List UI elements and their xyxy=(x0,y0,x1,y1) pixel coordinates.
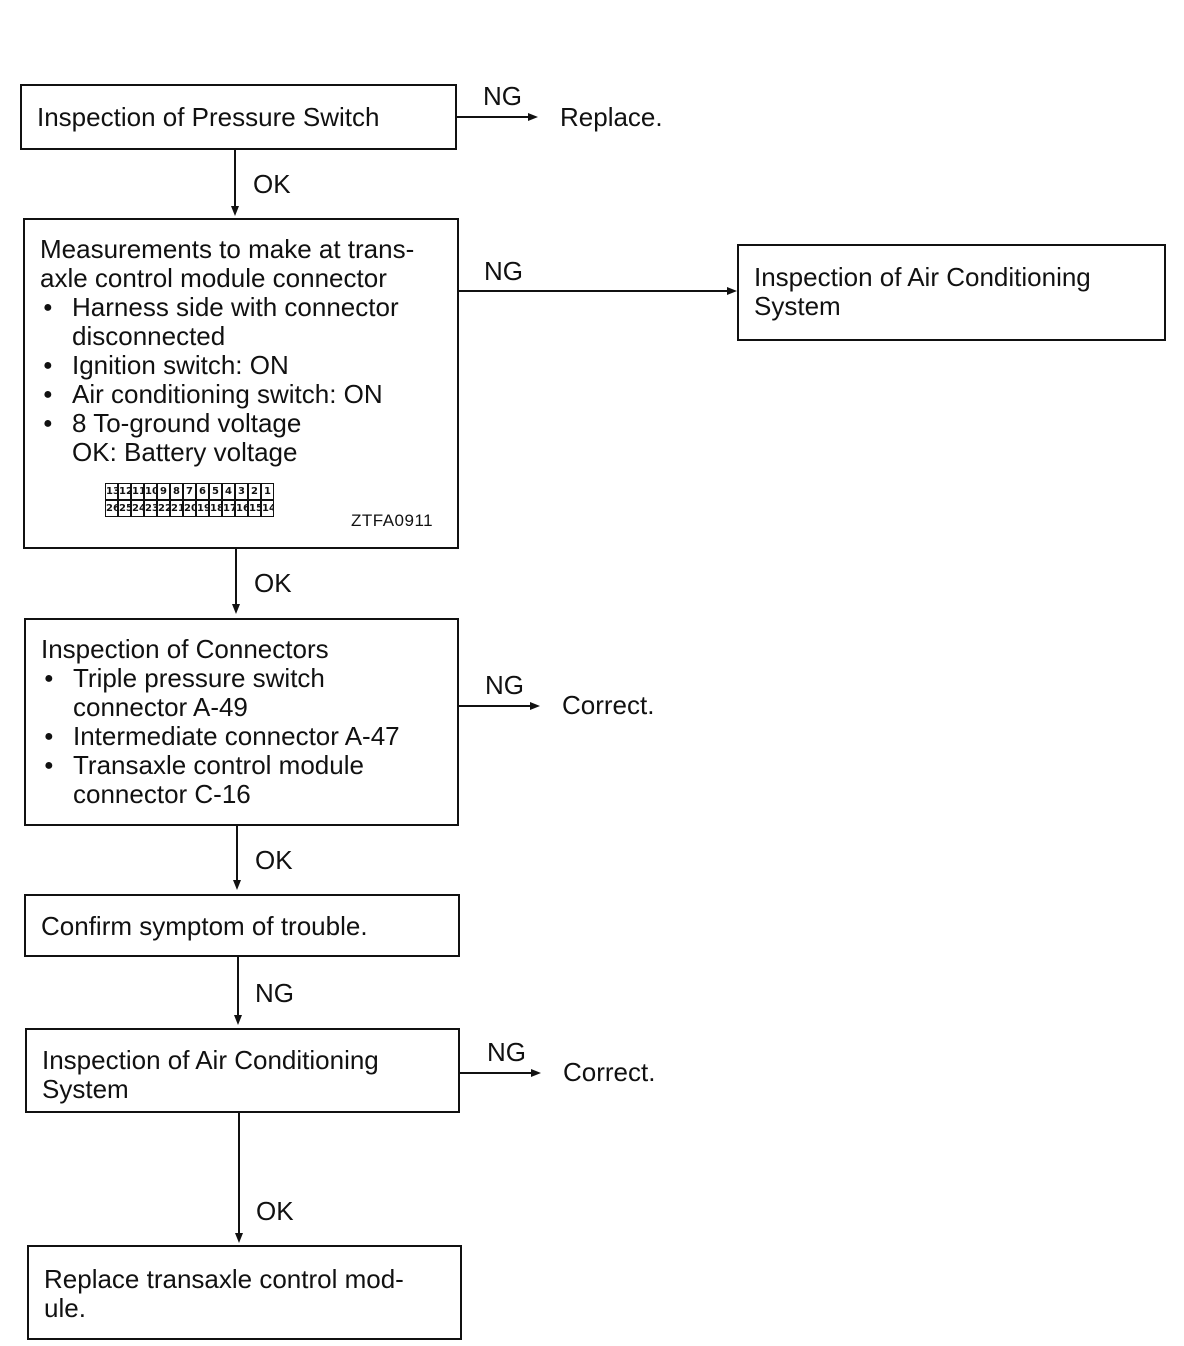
connector-pin: 12 xyxy=(118,483,131,500)
step-replace-box: Replace transaxle control mod-ule. xyxy=(27,1245,462,1340)
ok-label-5: OK xyxy=(256,1196,294,1226)
connector-pin: 14 xyxy=(261,500,274,517)
connector-pin: 22 xyxy=(157,500,170,517)
measurements-title-line1: Measurements to make at trans- xyxy=(40,234,415,264)
connector-pin: 8 xyxy=(170,483,183,500)
ng-arrowhead-pressure-switch xyxy=(528,113,538,121)
step-confirm-box: Confirm symptom of trouble. xyxy=(24,894,460,957)
result-replace: Replace. xyxy=(560,102,663,132)
connector-pin: 6 xyxy=(196,483,209,500)
connector-pin: 13 xyxy=(105,483,118,500)
connector-pin: 11 xyxy=(131,483,144,500)
measurements-bullet: Ignition switch: ON xyxy=(40,351,422,381)
connector-pin: 10 xyxy=(144,483,157,500)
measurements-content: Measurements to make at trans- axle cont… xyxy=(40,235,422,467)
replace-title: Replace transaxle control mod-ule. xyxy=(44,1264,404,1323)
ok-arrowhead-3 xyxy=(233,880,241,890)
result-correct-1: Correct. xyxy=(562,690,655,720)
connector-pin: 23 xyxy=(144,500,157,517)
step-ac-system-right-box: Inspection of Air Conditioning System xyxy=(737,244,1166,341)
connector-diagram: 13121110987654321 2625242322212019181716… xyxy=(105,483,274,517)
ng-label-measurements: NG xyxy=(484,256,523,286)
connector-pin: 4 xyxy=(222,483,235,500)
ng-connector-4 xyxy=(237,957,239,1017)
connector-pin: 9 xyxy=(157,483,170,500)
measurements-ok-line: OK: Battery voltage xyxy=(72,437,298,467)
step-ac-system-box: Inspection of Air Conditioning System xyxy=(25,1028,460,1113)
ok-label-2: OK xyxy=(254,568,292,598)
connector-row-top: 13121110987654321 xyxy=(105,483,274,500)
ok-arrowhead-1 xyxy=(231,206,239,216)
connectors-title: Inspection of Connectors xyxy=(41,634,329,664)
connector-pin: 24 xyxy=(131,500,144,517)
ok-connector-3 xyxy=(236,826,238,882)
connector-pin: 20 xyxy=(183,500,196,517)
connector-pin: 7 xyxy=(183,483,196,500)
connectors-content: Inspection of Connectors Triple pressure… xyxy=(41,635,413,809)
ng-label-pressure-switch: NG xyxy=(483,81,522,111)
connectors-bullet: Triple pressure switch connector A-49 xyxy=(41,664,383,722)
connectors-bullet: Transaxle control module connector C-16 xyxy=(41,751,413,809)
ac-system-right-title: Inspection of Air Conditioning System xyxy=(754,262,1091,321)
measurements-bullet: Harness side with connector disconnected xyxy=(40,293,422,351)
step-pressure-switch-box: Inspection of Pressure Switch xyxy=(20,84,457,150)
measurements-bullet-list: Harness side with connector disconnected… xyxy=(40,293,422,439)
confirm-title: Confirm symptom of trouble. xyxy=(41,911,368,941)
measurements-bullet: 8 To-ground voltage xyxy=(40,409,422,439)
ok-connector-2 xyxy=(235,549,237,606)
measurements-bullet: Air conditioning switch: ON xyxy=(40,380,422,410)
connector-pin: 3 xyxy=(235,483,248,500)
ng-connector-measurements xyxy=(459,290,729,292)
step-connectors-box: Inspection of Connectors Triple pressure… xyxy=(24,618,459,826)
ng-label-4: NG xyxy=(255,978,294,1008)
step-measurements-box: Measurements to make at trans- axle cont… xyxy=(23,218,459,549)
connector-pin: 16 xyxy=(235,500,248,517)
connector-pin: 5 xyxy=(209,483,222,500)
ng-arrowhead-connectors xyxy=(530,702,540,710)
connector-pin: 2 xyxy=(248,483,261,500)
connector-pin: 19 xyxy=(196,500,209,517)
ok-connector-5 xyxy=(238,1113,240,1235)
ok-arrowhead-5 xyxy=(235,1233,243,1243)
ng-arrowhead-measurements xyxy=(727,287,737,295)
ok-connector-1 xyxy=(234,150,236,208)
ng-label-ac-system: NG xyxy=(487,1037,526,1067)
connectors-bullet-list: Triple pressure switch connector A-49 In… xyxy=(41,664,413,809)
connectors-bullet: Intermediate connector A-47 xyxy=(41,722,413,752)
connector-pin: 15 xyxy=(248,500,261,517)
ok-arrowhead-2 xyxy=(232,604,240,614)
ng-connector-ac-system xyxy=(460,1072,532,1074)
connector-pin: 1 xyxy=(261,483,274,500)
ng-connector-connectors xyxy=(459,705,531,707)
connector-pin: 18 xyxy=(209,500,222,517)
connector-pin: 21 xyxy=(170,500,183,517)
connector-pin: 26 xyxy=(105,500,118,517)
ng-connector-pressure-switch xyxy=(457,116,529,118)
measurements-title-line2: axle control module connector xyxy=(40,263,387,293)
connector-pin: 17 xyxy=(222,500,235,517)
ac-system-title: Inspection of Air Conditioning System xyxy=(42,1045,379,1104)
ng-arrowhead-4 xyxy=(234,1015,242,1025)
connector-code: ZTFA0911 xyxy=(351,511,434,530)
ng-label-connectors: NG xyxy=(485,670,524,700)
connector-pin: 25 xyxy=(118,500,131,517)
step-pressure-switch-title: Inspection of Pressure Switch xyxy=(37,102,380,132)
ok-label-1: OK xyxy=(253,169,291,199)
result-correct-2: Correct. xyxy=(563,1057,656,1087)
ok-label-3: OK xyxy=(255,845,293,875)
connector-row-bottom: 26252423222120191817161514 xyxy=(105,500,274,517)
ng-arrowhead-ac-system xyxy=(531,1069,541,1077)
